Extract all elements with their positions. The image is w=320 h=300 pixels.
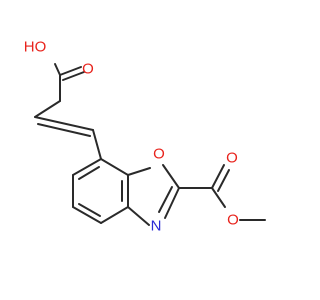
bond-cooh-c-o <box>59 66 82 76</box>
bond-vinyl-single <box>34 100 61 118</box>
bond-vinyl-double-b <box>37 123 91 137</box>
bond-ring-4 <box>100 206 129 224</box>
bond-oxazole-c-o <box>127 167 151 176</box>
bond-ester-c-o-double-b <box>217 169 230 192</box>
bond-ring-6 <box>100 158 129 176</box>
bond-oxazole-n-c <box>127 206 150 226</box>
bond-cooh-c-oh <box>54 63 61 76</box>
bond-ester-c-o-double-a <box>211 164 225 189</box>
bond-ring-inner-2 <box>78 203 101 217</box>
molecule-structure: HO O O N O O <box>24 39 266 235</box>
atom-label-ester-carbonyl-oxygen: O <box>226 150 238 167</box>
bond-ester-c-o <box>211 187 226 208</box>
bond-ring-inner-1 <box>78 166 100 180</box>
bond-cooh-c-o-double <box>62 71 85 81</box>
bond-vinyl-double-a <box>34 116 94 131</box>
bond-oxazole-c2-n-double <box>158 186 173 213</box>
atom-label-hydroxyl: HO <box>24 39 47 56</box>
bond-ring-1 <box>72 158 102 176</box>
bond-oxazole-o-c2 <box>162 164 180 189</box>
bond-ring-3 <box>72 206 102 224</box>
bond-oxazole-c2-n <box>164 187 180 219</box>
atom-label-oxazole-oxygen: O <box>153 146 165 163</box>
bond-vinyl-ring <box>92 129 102 160</box>
atom-label-carbonyl-oxygen-acid: O <box>82 61 94 78</box>
atom-label-ester-oxygen: O <box>227 212 239 229</box>
atom-label-oxazole-nitrogen: N <box>151 218 162 235</box>
molecule-canvas: HO O O N O O <box>23 38 266 235</box>
